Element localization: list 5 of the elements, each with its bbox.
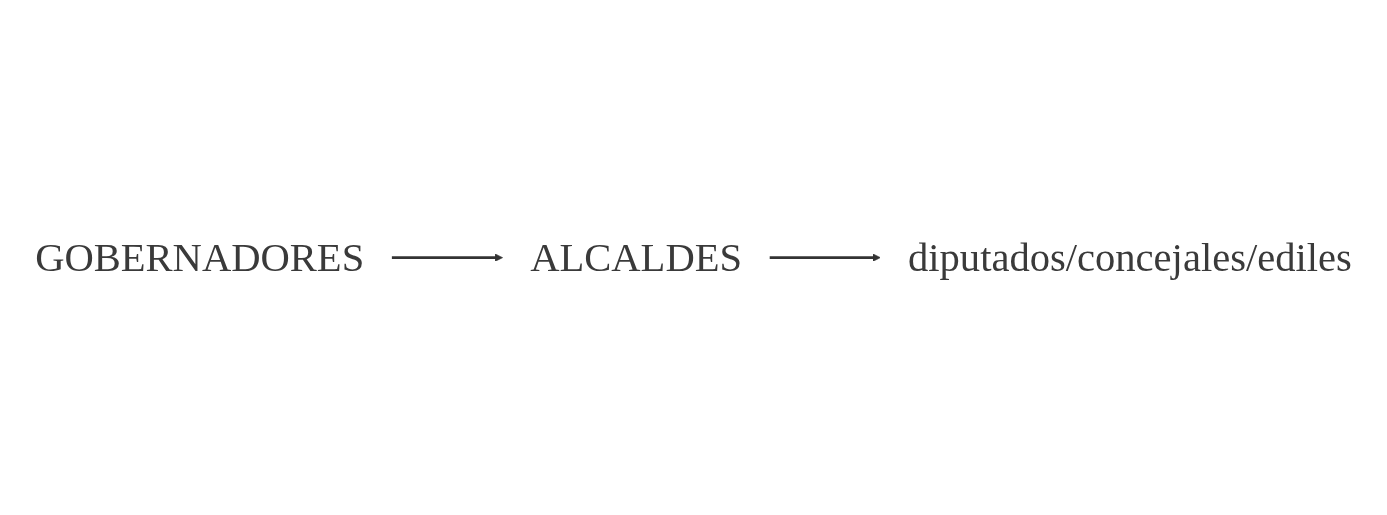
node-text: diputados/concejales/ediles xyxy=(908,234,1352,280)
arrow xyxy=(391,253,503,262)
node-text: ALCALDES xyxy=(530,234,743,280)
arrow xyxy=(769,253,881,262)
node-text: GOBERNADORES xyxy=(35,234,365,280)
